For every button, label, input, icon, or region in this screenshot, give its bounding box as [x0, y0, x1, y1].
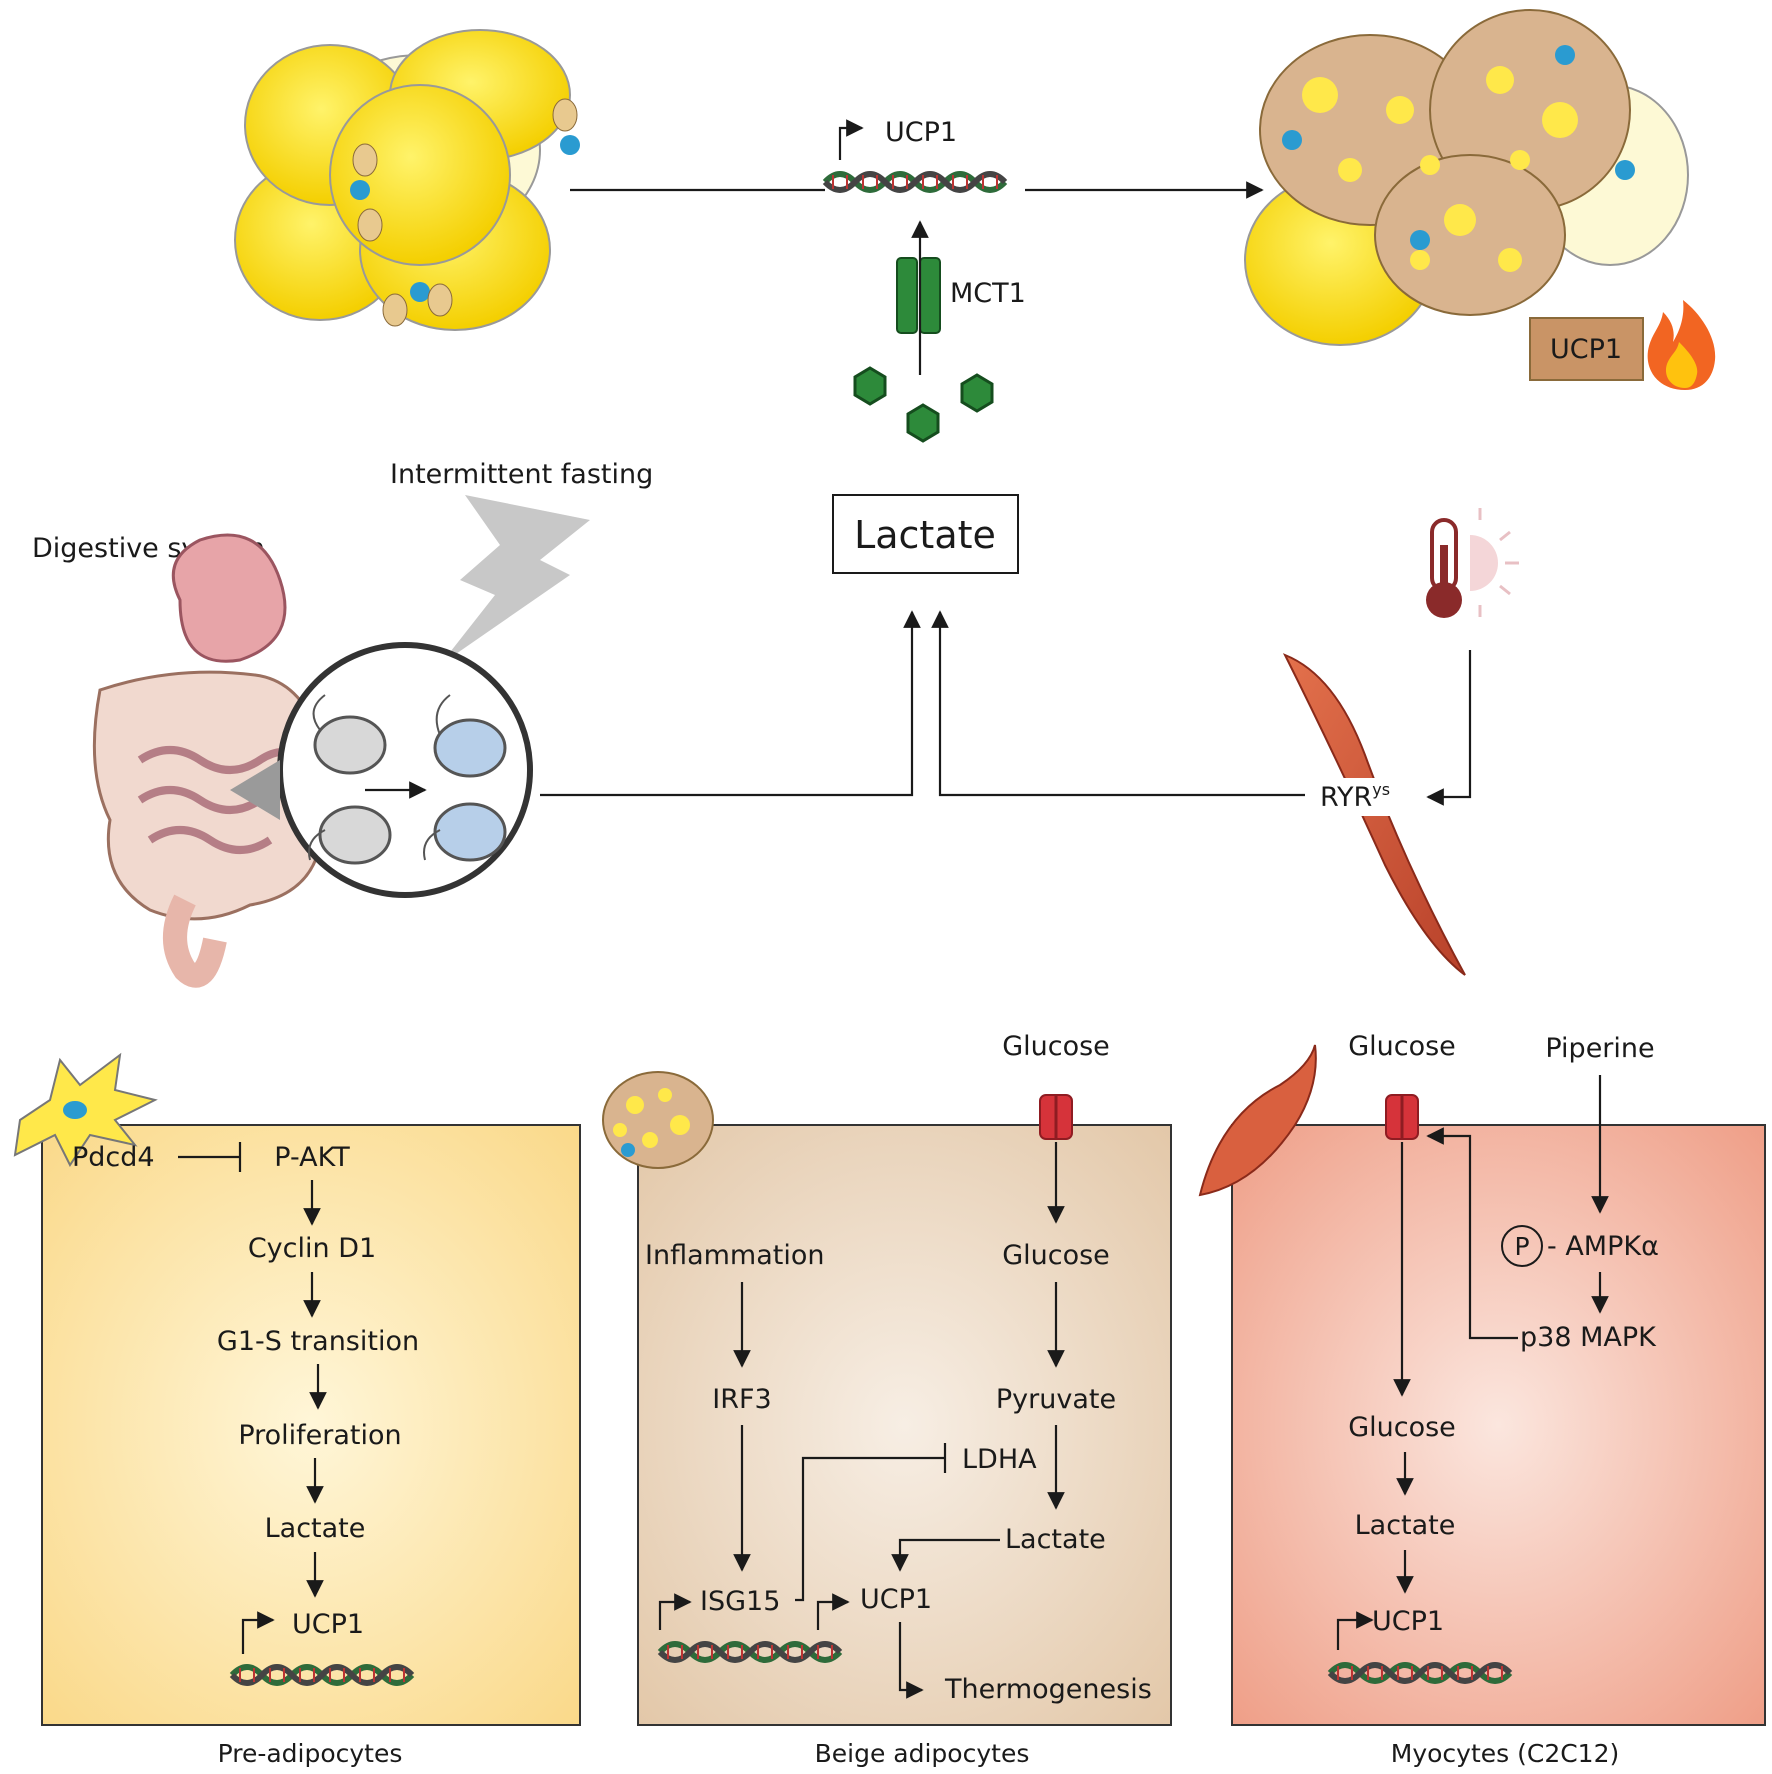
lightning-bolt-icon	[440, 495, 590, 665]
lactate-box	[832, 494, 1019, 574]
lactate-box-label: Lactate	[854, 513, 996, 557]
beige-isg15-inhibits-ldha	[795, 1443, 947, 1602]
pre-step-ucp1: UCP1	[292, 1609, 364, 1640]
pdcd4-label: Pdcd4	[72, 1142, 155, 1173]
mct1-label: MCT1	[950, 278, 1026, 309]
phospho-label: P	[1514, 1232, 1529, 1261]
beige-pyruvate: Pyruvate	[996, 1384, 1116, 1415]
myocyte-cell-icon	[1198, 1044, 1317, 1197]
caption-myocytes: Myocytes (C2C12)	[1391, 1739, 1620, 1768]
cold-to-ryr-arrow	[1426, 650, 1472, 806]
white-adipocytes-illustration	[234, 29, 580, 331]
intermittent-fasting-label: Intermittent fasting	[390, 459, 653, 490]
magnifier-pointer	[230, 760, 280, 820]
beige-lactate-to-ucp1-arrow	[891, 1538, 1000, 1572]
beige-ucp1-thermogenesis-arrow	[898, 1622, 924, 1699]
beige-ldha: LDHA	[962, 1444, 1037, 1475]
myo-glucose-inside: Glucose	[1348, 1412, 1456, 1443]
pre-step-g1s: G1-S transition	[217, 1326, 419, 1357]
myo-ucp1: UCP1	[1372, 1606, 1444, 1637]
myo-glucose-outside: Glucose	[1348, 1031, 1456, 1062]
beige-adipocytes-illustration	[1244, 9, 1689, 346]
pre-step-pakt: P-AKT	[274, 1142, 350, 1173]
pdcd4-inhibits-pakt	[178, 1142, 242, 1172]
myo-p38-to-glut-arrow	[1426, 1127, 1518, 1340]
lactate-molecules-icon	[853, 366, 994, 443]
beige-glucose-inside: Glucose	[1002, 1240, 1110, 1271]
flame-icon	[1647, 300, 1716, 390]
pre-step-cyclin-d1: Cyclin D1	[248, 1233, 376, 1264]
phospho-icon	[1501, 1225, 1543, 1267]
myo-ucp1-transcription-arrow	[1336, 1611, 1374, 1650]
panel-myocytes	[1231, 1124, 1766, 1726]
beige-glucose-outside: Glucose	[1002, 1031, 1110, 1062]
muscle-to-lactate-arrow	[931, 610, 1305, 797]
beige-adipocyte-cell-icon	[602, 1071, 714, 1169]
beige-irf3: IRF3	[712, 1384, 771, 1415]
pre-transcription-arrow	[241, 1611, 275, 1654]
caption-pre-adipocytes: Pre-adipocytes	[218, 1739, 403, 1768]
beige-ucp1: UCP1	[860, 1584, 932, 1615]
dna-helix-top	[825, 174, 1005, 190]
thermometer-cold-icon	[1426, 508, 1519, 618]
caption-beige-adipocytes: Beige adipocytes	[815, 1739, 1030, 1768]
digestive-system-illustration	[92, 533, 331, 988]
myo-lactate: Lactate	[1355, 1510, 1456, 1541]
myo-p38: p38 MAPK	[1520, 1322, 1657, 1353]
microbiota-to-lactate-arrow	[540, 610, 921, 797]
beige-inflammation: Inflammation	[645, 1240, 825, 1271]
beige-ucp1-transcription-arrow	[816, 1593, 850, 1630]
myo-ampk: - AMPKα	[1547, 1231, 1659, 1262]
mct1-transporter-icon	[896, 257, 941, 334]
beige-thermogenesis: Thermogenesis	[944, 1674, 1152, 1705]
beige-lactate: Lactate	[1005, 1524, 1106, 1555]
pre-step-lactate: Lactate	[265, 1513, 366, 1544]
transcription-arrow-top	[838, 119, 864, 160]
ucp1-badge-label: UCP1	[1550, 334, 1622, 365]
beige-isg15: ISG15	[700, 1586, 780, 1617]
pre-adipocyte-cell-icon	[13, 1052, 158, 1167]
ryr-label: RYRys	[1320, 780, 1390, 813]
panel-beige-adipocytes	[637, 1124, 1172, 1726]
myo-glucose-transporter-icon	[1384, 1093, 1420, 1141]
myo-piperine: Piperine	[1545, 1033, 1654, 1064]
beige-glucose-transporter-icon	[1038, 1093, 1074, 1141]
ucp1-gene-label-top: UCP1	[885, 117, 957, 148]
ryr-label-bg	[1305, 778, 1410, 816]
ucp1-badge	[1529, 317, 1644, 381]
bacteria-shift-icon	[308, 694, 507, 865]
pre-step-proliferation: Proliferation	[238, 1420, 401, 1451]
beige-isg15-transcription-arrow	[658, 1593, 692, 1630]
